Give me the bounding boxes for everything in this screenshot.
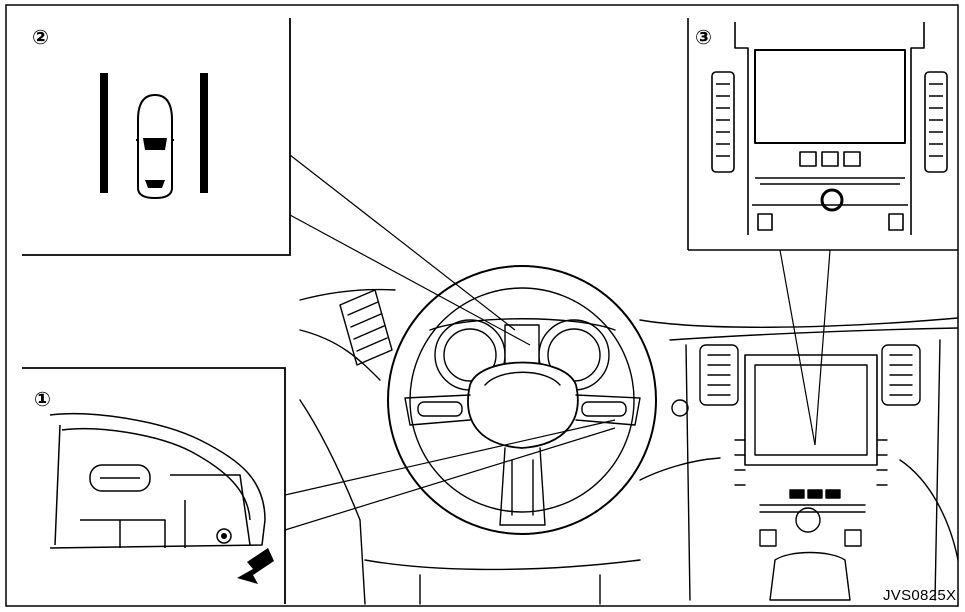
panel-indicator (22, 18, 291, 256)
pointer-arrow-icon (237, 548, 274, 584)
callout-3-label: ③ (695, 25, 712, 49)
dashboard-illustration (299, 265, 959, 605)
left-side-vent (339, 289, 393, 366)
leader-lines (284, 154, 831, 531)
car-icon (136, 93, 174, 200)
right-lane-line (200, 73, 208, 193)
panel-display (687, 18, 958, 251)
panel-switch (22, 367, 286, 604)
callout-2-label: ② (32, 25, 49, 49)
figure-code: JVS0825X (883, 587, 956, 604)
callout-1-label: ① (34, 387, 51, 411)
center-console (685, 339, 959, 601)
left-lane-line (100, 73, 108, 193)
steering-wheel (387, 265, 689, 535)
outer-frame (5, 4, 959, 607)
